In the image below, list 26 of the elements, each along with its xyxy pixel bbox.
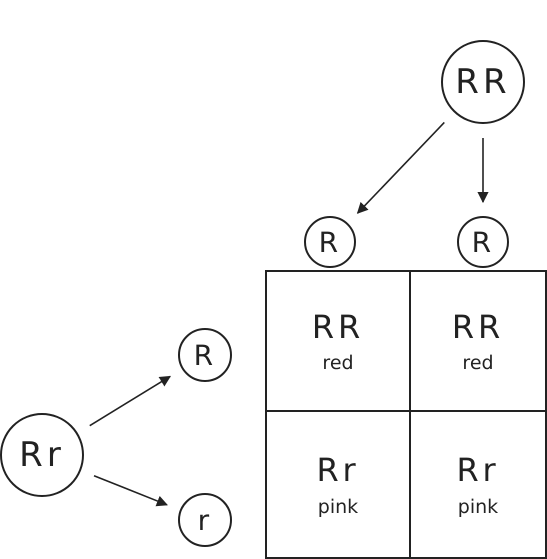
genotype-label: R xyxy=(472,226,494,258)
arrow xyxy=(356,122,445,214)
genotype-label: r xyxy=(198,504,212,536)
punnett-cell xyxy=(265,270,411,412)
arrow xyxy=(477,138,489,204)
genotype-label: R xyxy=(194,338,216,372)
allele-circle xyxy=(178,328,232,382)
punnett-cell xyxy=(409,270,547,412)
genotype-label: RR xyxy=(455,62,511,102)
genotype-label: RR xyxy=(452,308,504,346)
phenotype-label: pink xyxy=(458,496,498,518)
phenotype-label: red xyxy=(322,352,354,374)
allele-circle xyxy=(457,216,509,268)
genotype-label: Rr xyxy=(316,451,360,490)
punnett-cell xyxy=(409,410,547,559)
genotype-label: Rr xyxy=(19,435,65,475)
genotype-label: Rr xyxy=(456,451,500,490)
allele-circle xyxy=(178,493,232,547)
arrow xyxy=(94,475,168,506)
punnett-cell xyxy=(265,410,411,559)
genotype-label: R xyxy=(318,226,342,258)
phenotype-label: red xyxy=(462,352,494,374)
phenotype-label: pink xyxy=(318,496,358,518)
genotype-label: RR xyxy=(312,308,364,346)
arrow xyxy=(89,376,171,426)
allele-circle xyxy=(304,216,356,268)
